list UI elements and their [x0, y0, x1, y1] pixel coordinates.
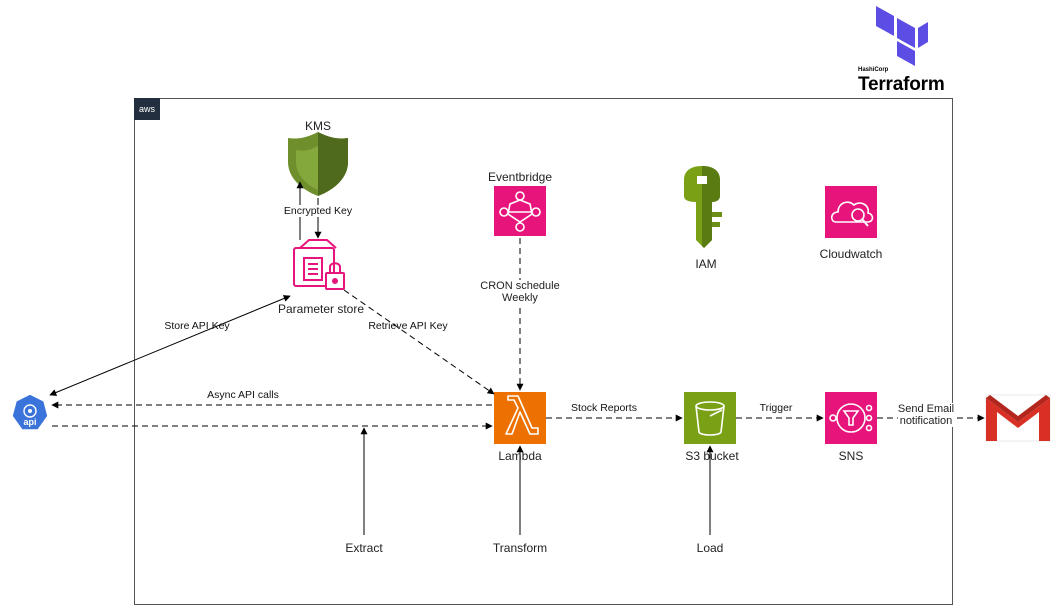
cron-schedule-line1: CRON schedule: [480, 280, 560, 292]
parameter-store-icon: [293, 239, 345, 290]
send-email-line2: notification: [899, 415, 953, 427]
send-email-line1: Send Email: [897, 403, 955, 415]
iam-key-icon: [684, 166, 722, 248]
lambda-icon: [494, 392, 546, 444]
aws-badge: aws: [134, 98, 160, 120]
store-api-key-label: Store API Key: [164, 320, 230, 332]
api-icon: [11, 393, 49, 431]
stock-reports-label: Stock Reports: [571, 402, 637, 414]
kms-label: KMS: [304, 119, 332, 133]
s3-label: S3 bucket: [685, 449, 739, 463]
cloudwatch-icon: [825, 186, 877, 238]
send-email-label: Send Email notification: [897, 403, 955, 427]
async-api-calls-label: Async API calls: [207, 389, 279, 401]
sns-icon: [825, 392, 877, 444]
sns-label: SNS: [838, 449, 864, 463]
trigger-label: Trigger: [759, 402, 793, 414]
terraform-vendor-text: HashiCorp: [858, 67, 889, 73]
iam-label: IAM: [695, 257, 717, 271]
edge-store-api-key: [49, 295, 291, 396]
cron-schedule-label: CRON schedule Weekly: [480, 280, 560, 304]
extract-label: Extract: [345, 541, 383, 555]
gmail-icon: [985, 394, 1051, 442]
kms-shield-icon: [288, 132, 348, 196]
retrieve-api-key-label: Retrieve API Key: [368, 320, 448, 332]
load-label: Load: [696, 541, 724, 555]
encrypted-key-label: Encrypted Key: [282, 205, 354, 217]
lambda-label: Lambda: [498, 449, 542, 463]
cron-schedule-line2: Weekly: [502, 292, 538, 304]
edge-retrieve-api-key: [343, 289, 495, 395]
eventbridge-label: Eventbridge: [487, 170, 553, 184]
eventbridge-icon: [494, 186, 546, 236]
parameter-store-label: Parameter store: [277, 302, 365, 316]
api-label: api: [23, 417, 37, 427]
terraform-wordmark: Terraform: [858, 74, 945, 95]
terraform-logo-icon: [876, 6, 928, 66]
transform-label: Transform: [492, 541, 548, 555]
cloudwatch-label: Cloudwatch: [819, 247, 883, 261]
s3-bucket-icon: [684, 392, 736, 444]
